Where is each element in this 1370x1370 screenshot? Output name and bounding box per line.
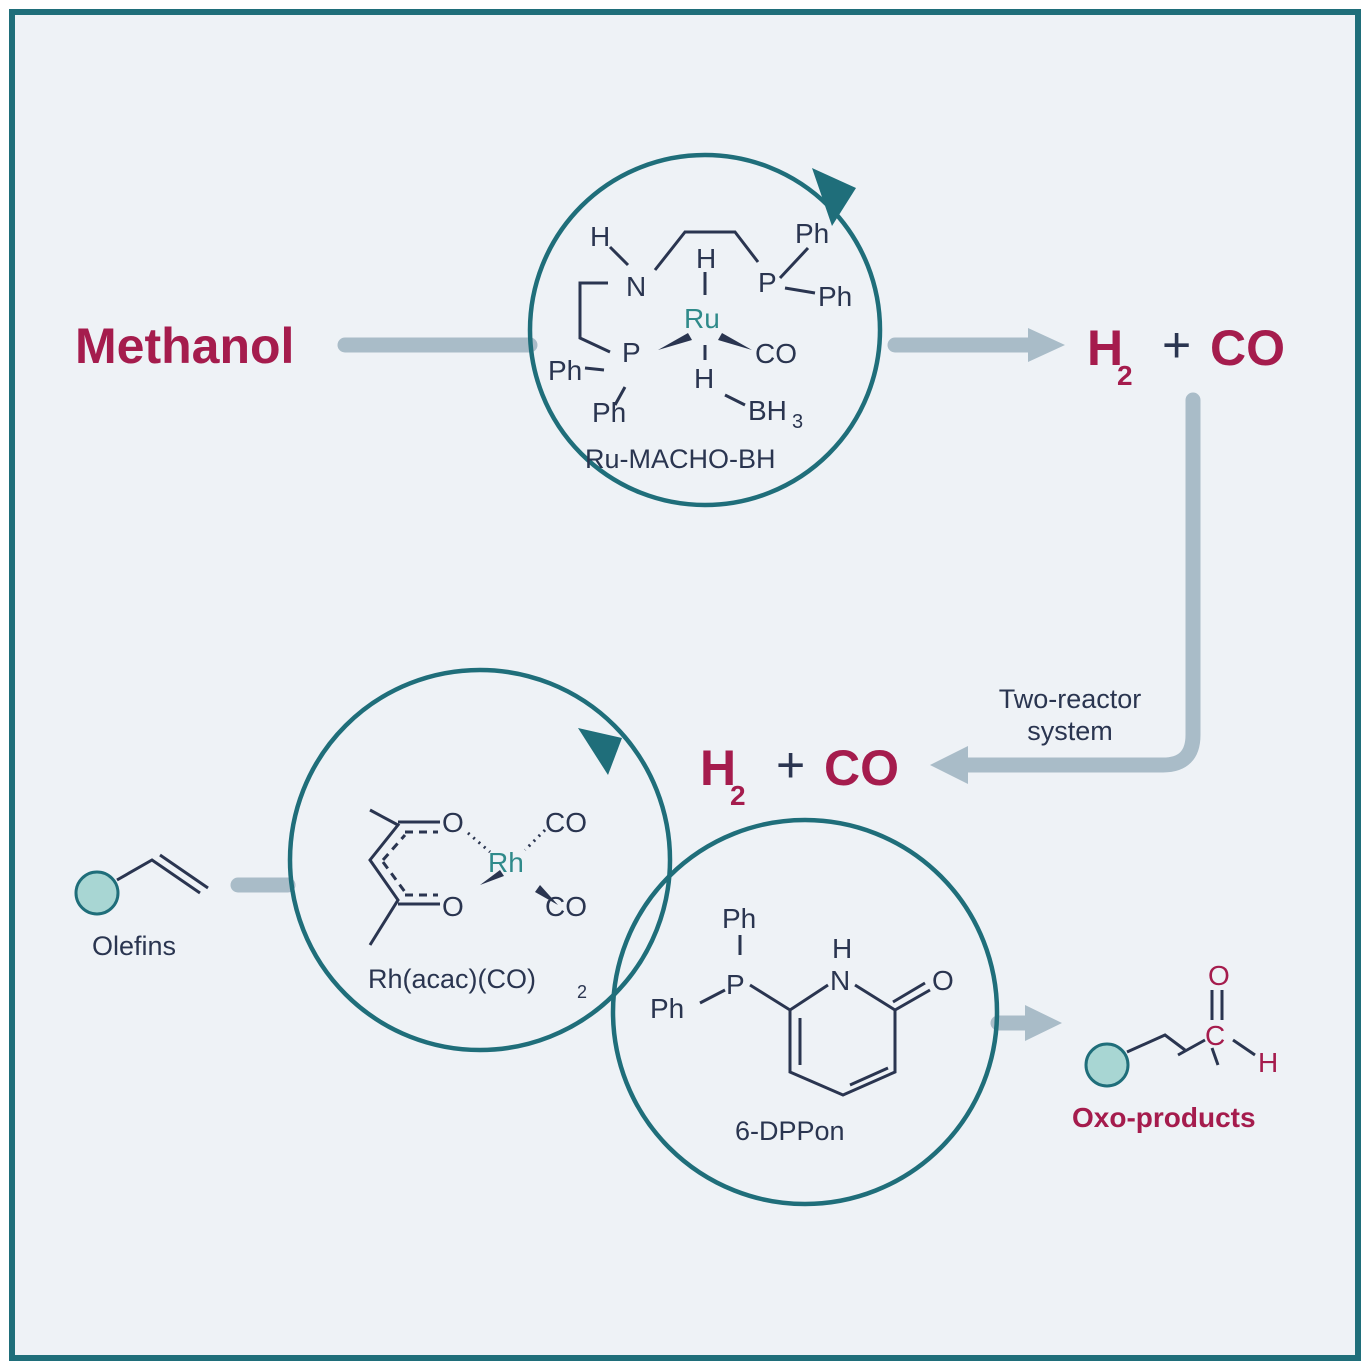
olefins: Olefins <box>74 853 209 961</box>
atom: Ph <box>795 218 829 249</box>
substituent-circle <box>1084 1042 1130 1088</box>
arrowhead <box>1028 328 1065 362</box>
ligand-name: 6-DPPon <box>735 1116 845 1146</box>
atom: P <box>726 969 745 1000</box>
metal-rh: Rh <box>488 847 524 878</box>
h-subscript: 2 <box>1117 360 1133 391</box>
atom: CO <box>545 807 587 838</box>
atom: Ph <box>818 281 852 312</box>
atom: H <box>590 221 610 252</box>
atom: H <box>694 363 714 394</box>
methanol-label: Methanol <box>75 318 294 374</box>
atom: CO <box>545 891 587 922</box>
atom: Ph <box>650 993 684 1024</box>
syngas-top: H 2 + CO <box>1087 317 1285 391</box>
rh-acac-structure: O O Rh CO CO Rh(acac)(CO) 2 <box>368 807 587 1002</box>
plus: + <box>1162 317 1191 373</box>
atom: P <box>758 267 777 298</box>
atom: O <box>1208 960 1230 991</box>
vinyl-group <box>116 853 209 895</box>
atom: Ph <box>722 903 756 934</box>
h-label: H <box>1087 320 1123 376</box>
h-label: H <box>700 740 736 796</box>
6-dppon-structure: Ph P Ph H N O 6-DPPon <box>650 903 954 1146</box>
co-label: CO <box>1210 320 1285 376</box>
h-subscript: 2 <box>730 780 746 811</box>
atom: Ph <box>592 397 626 428</box>
catalyst1-name: Ru-MACHO-BH <box>585 444 776 474</box>
syngas-bottom: H 2 + CO <box>700 737 899 811</box>
atom: 3 <box>792 411 803 433</box>
oxo-product: O C H Oxo-products <box>1072 960 1278 1133</box>
atom: O <box>442 807 464 838</box>
atom: H <box>696 243 716 274</box>
cycle-arrowhead <box>812 168 856 226</box>
frame <box>9 9 1361 1361</box>
atom: H <box>1258 1047 1278 1078</box>
transfer-label-line1: Two-reactor <box>999 684 1142 714</box>
olefins-label: Olefins <box>92 931 176 961</box>
catalyst-cycle-ru <box>527 152 883 508</box>
catalyst-cycle-rh <box>287 667 673 1053</box>
catalyst2-name-subscript: 2 <box>577 982 587 1002</box>
ligand-circle <box>610 817 1000 1207</box>
oxo-products-label: Oxo-products <box>1072 1102 1256 1133</box>
catalyst2-name: Rh(acac)(CO) <box>368 964 536 994</box>
transfer-label-line2: system <box>1027 716 1113 746</box>
substituent-circle <box>74 870 120 916</box>
plus: + <box>776 737 805 793</box>
atom: O <box>932 965 954 996</box>
atom: P <box>622 337 641 368</box>
atom: BH <box>748 395 787 426</box>
atom: C <box>1205 1020 1225 1051</box>
atom: CO <box>755 338 797 369</box>
atom: N <box>830 965 850 996</box>
flow-arrow-transfer <box>957 392 1201 773</box>
co-label: CO <box>824 740 899 796</box>
cycle-arrowhead <box>578 728 622 775</box>
metal-ru: Ru <box>684 303 720 334</box>
arrowhead <box>1025 1005 1062 1041</box>
arrowhead <box>930 746 968 784</box>
ru-macho-bh-structure: H N H P Ph Ph Ru P Ph Ph CO H BH 3 Ru-MA… <box>548 218 852 474</box>
atom: Ph <box>548 355 582 386</box>
atom: H <box>832 933 852 964</box>
atom: O <box>442 891 464 922</box>
atom: N <box>626 271 646 302</box>
